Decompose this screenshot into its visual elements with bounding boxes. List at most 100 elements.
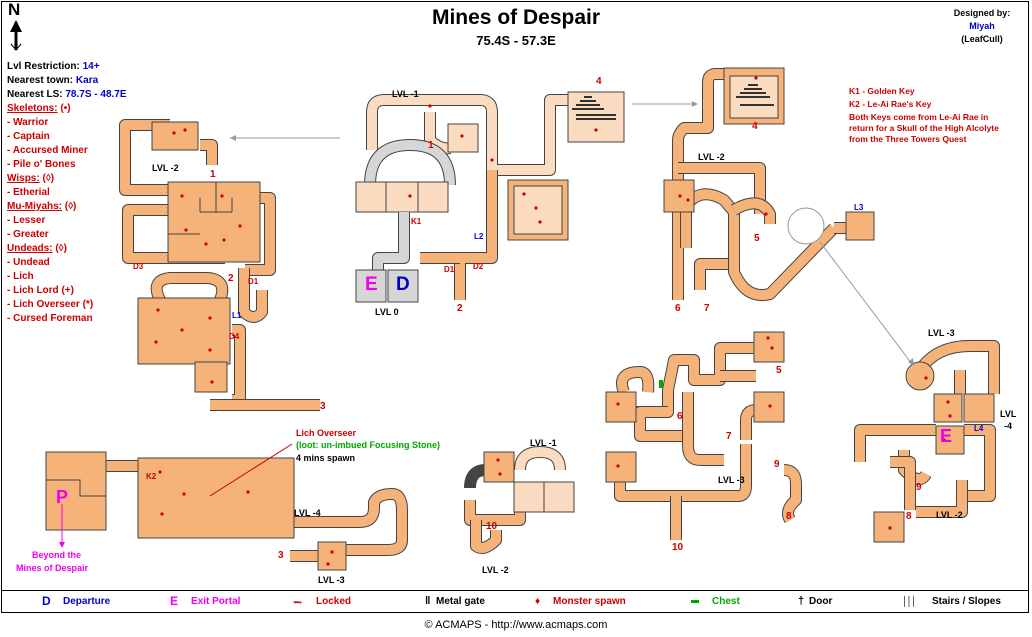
stairs-4-topright: 4 bbox=[752, 121, 758, 132]
keys-source-2: return for a Skull of the High Alcolyte bbox=[849, 123, 999, 133]
monster-lich: - Lich bbox=[7, 271, 34, 282]
legend-exit-symbol: E bbox=[170, 594, 179, 608]
mumiyahs-heading: Mu-Miyahs: bbox=[7, 201, 62, 212]
label-d4: D4 bbox=[229, 332, 240, 341]
stairs-8-mid: 8 bbox=[786, 511, 792, 522]
lvl-value: 14+ bbox=[82, 61, 100, 72]
stairs-2-left: 2 bbox=[228, 273, 234, 284]
spawn-time-note: 4 mins spawn bbox=[296, 453, 356, 463]
label-l4: L4 bbox=[974, 424, 984, 433]
stairs-3-bottom: 3 bbox=[278, 550, 284, 561]
legend-chest: Chest bbox=[712, 596, 740, 607]
stairs-1-center: 1 bbox=[428, 140, 434, 151]
legend-monster-spawn: Monster spawn bbox=[553, 596, 626, 607]
designer-label: Designed by: bbox=[953, 8, 1011, 18]
stairs-10-mini: 10 bbox=[486, 521, 498, 532]
label-lvl-m2-farright: LVL -2 bbox=[936, 510, 963, 520]
label-k1: K1 bbox=[411, 217, 422, 226]
keys-note: K1 - Golden Key K2 - Le-Ai Rae's Key Bot… bbox=[849, 86, 999, 145]
map-frame bbox=[1, 1, 1029, 613]
connector-lines bbox=[59, 101, 914, 548]
copyright-footer: © ACMAPS - http://www.acmaps.com bbox=[424, 619, 608, 631]
key-k1: K1 - Golden Key bbox=[849, 86, 915, 96]
beyond-label-2: Mines of Despair bbox=[16, 563, 89, 573]
legend-door: Door bbox=[809, 596, 833, 607]
metal-gate-icon: ‖ bbox=[425, 595, 431, 607]
undeads-symbol: (◊) bbox=[55, 243, 67, 254]
bottomleft-lvl4-section bbox=[45, 451, 408, 571]
wisps-heading: Wisps: bbox=[7, 173, 40, 184]
monster-captain: - Captain bbox=[7, 131, 50, 142]
designer-credit: Designed by: Miyah (LeafCull) bbox=[942, 7, 1022, 46]
wisps-symbol: (◊) bbox=[42, 173, 55, 184]
monster-undead: - Undead bbox=[7, 257, 50, 268]
monster-greater: - Greater bbox=[7, 229, 49, 240]
label-d3: D3 bbox=[133, 262, 144, 271]
loot-note: (loot: un-imbued Focusing Stone) bbox=[296, 440, 440, 450]
legend-exit-portal: Exit Portal bbox=[191, 596, 241, 607]
stairs-2-center: 2 bbox=[457, 303, 463, 314]
label-d1-center: D1 bbox=[444, 265, 455, 274]
label-lvl-m1-mini: LVL -1 bbox=[530, 438, 557, 448]
ls-value: 78.7S - 48.7E bbox=[65, 89, 127, 100]
stairs-8-right: 8 bbox=[906, 511, 912, 522]
legend-departure: Departure bbox=[63, 596, 111, 607]
skeletons-symbol: (•) bbox=[60, 103, 71, 114]
mumiyahs-symbol: (◊) bbox=[64, 201, 77, 212]
label-lvl-m4-right-a: LVL bbox=[1000, 409, 1017, 419]
departure-marker: D bbox=[396, 274, 410, 295]
beyond-label-1: Beyond the bbox=[32, 550, 82, 560]
stairs-1-left: 1 bbox=[210, 169, 216, 180]
monster-pile: - Pile o' Bones bbox=[7, 159, 76, 170]
keys-source-3: from the Three Towers Quest bbox=[849, 134, 967, 144]
label-lvl-m2-topright: LVL -2 bbox=[698, 152, 725, 162]
key-k2: K2 - Le-Ai Rae's Key bbox=[849, 99, 932, 109]
label-lvl-0: LVL 0 bbox=[375, 307, 399, 317]
door-icon: † bbox=[798, 595, 805, 607]
skeletons-heading: Skeletons: bbox=[7, 103, 58, 114]
label-l2: L2 bbox=[474, 232, 484, 241]
label-lvl-m4: LVL -4 bbox=[294, 508, 321, 518]
monster-lesser: - Lesser bbox=[7, 215, 46, 226]
lichlord-symbol: (+) bbox=[61, 285, 74, 296]
monster-foreman: - Cursed Foreman bbox=[7, 313, 93, 324]
bottommid-section bbox=[464, 446, 575, 554]
label-lvl-m3-farright: LVL -3 bbox=[928, 328, 955, 338]
legend-departure-symbol: D bbox=[42, 594, 51, 608]
town-label: Nearest town: bbox=[7, 75, 74, 86]
monster-spawns bbox=[154, 76, 952, 566]
overseer-symbol: (*) bbox=[82, 299, 94, 310]
monster-miner: - Accursed Miner bbox=[7, 145, 88, 156]
undeads-heading: Undeads: bbox=[7, 243, 53, 254]
stairs-5-topright: 5 bbox=[754, 233, 760, 244]
town-value: Kara bbox=[75, 75, 99, 86]
portal-p-marker: P bbox=[56, 487, 69, 507]
ls-label: Nearest LS: bbox=[7, 89, 63, 100]
monster-overseer: - Lich Overseer bbox=[7, 299, 80, 310]
legend-metal-gate: Metal gate bbox=[436, 596, 485, 607]
locked-icon: ━▪ bbox=[294, 598, 302, 607]
exit-portal-marker-2: E bbox=[940, 426, 953, 446]
info-panel: Lvl Restriction: 14+ Nearest town: Kara … bbox=[7, 60, 127, 326]
label-l3: L3 bbox=[854, 203, 864, 212]
keys-source-1: Both Keys come from Le-Ai Rae in bbox=[849, 112, 989, 122]
monster-etherial: - Etherial bbox=[7, 187, 50, 198]
midright-lvl3-section bbox=[605, 331, 802, 540]
designer-name: Miyah bbox=[969, 21, 995, 31]
stairs-9-mid: 9 bbox=[774, 459, 780, 470]
label-d2: D2 bbox=[473, 262, 484, 271]
legend-bar: D Departure E Exit Portal ━▪ Locked ‖ Me… bbox=[2, 590, 1028, 613]
stairs-9-right: 9 bbox=[916, 482, 922, 493]
stairs-6-topright: 6 bbox=[675, 303, 681, 314]
lich-overseer-note: Lich Overseer bbox=[296, 428, 357, 438]
label-d1-left: D1 bbox=[248, 277, 259, 286]
central-section bbox=[355, 91, 625, 303]
compass-icon bbox=[10, 20, 22, 51]
legend-locked: Locked bbox=[316, 596, 352, 607]
label-l1: L1 bbox=[232, 311, 242, 320]
stairs-3-left: 3 bbox=[320, 401, 326, 412]
monster-warrior: - Warrior bbox=[7, 117, 49, 128]
stairs-5-mid: 5 bbox=[776, 365, 782, 376]
map-title: Mines of Despair bbox=[431, 6, 601, 29]
